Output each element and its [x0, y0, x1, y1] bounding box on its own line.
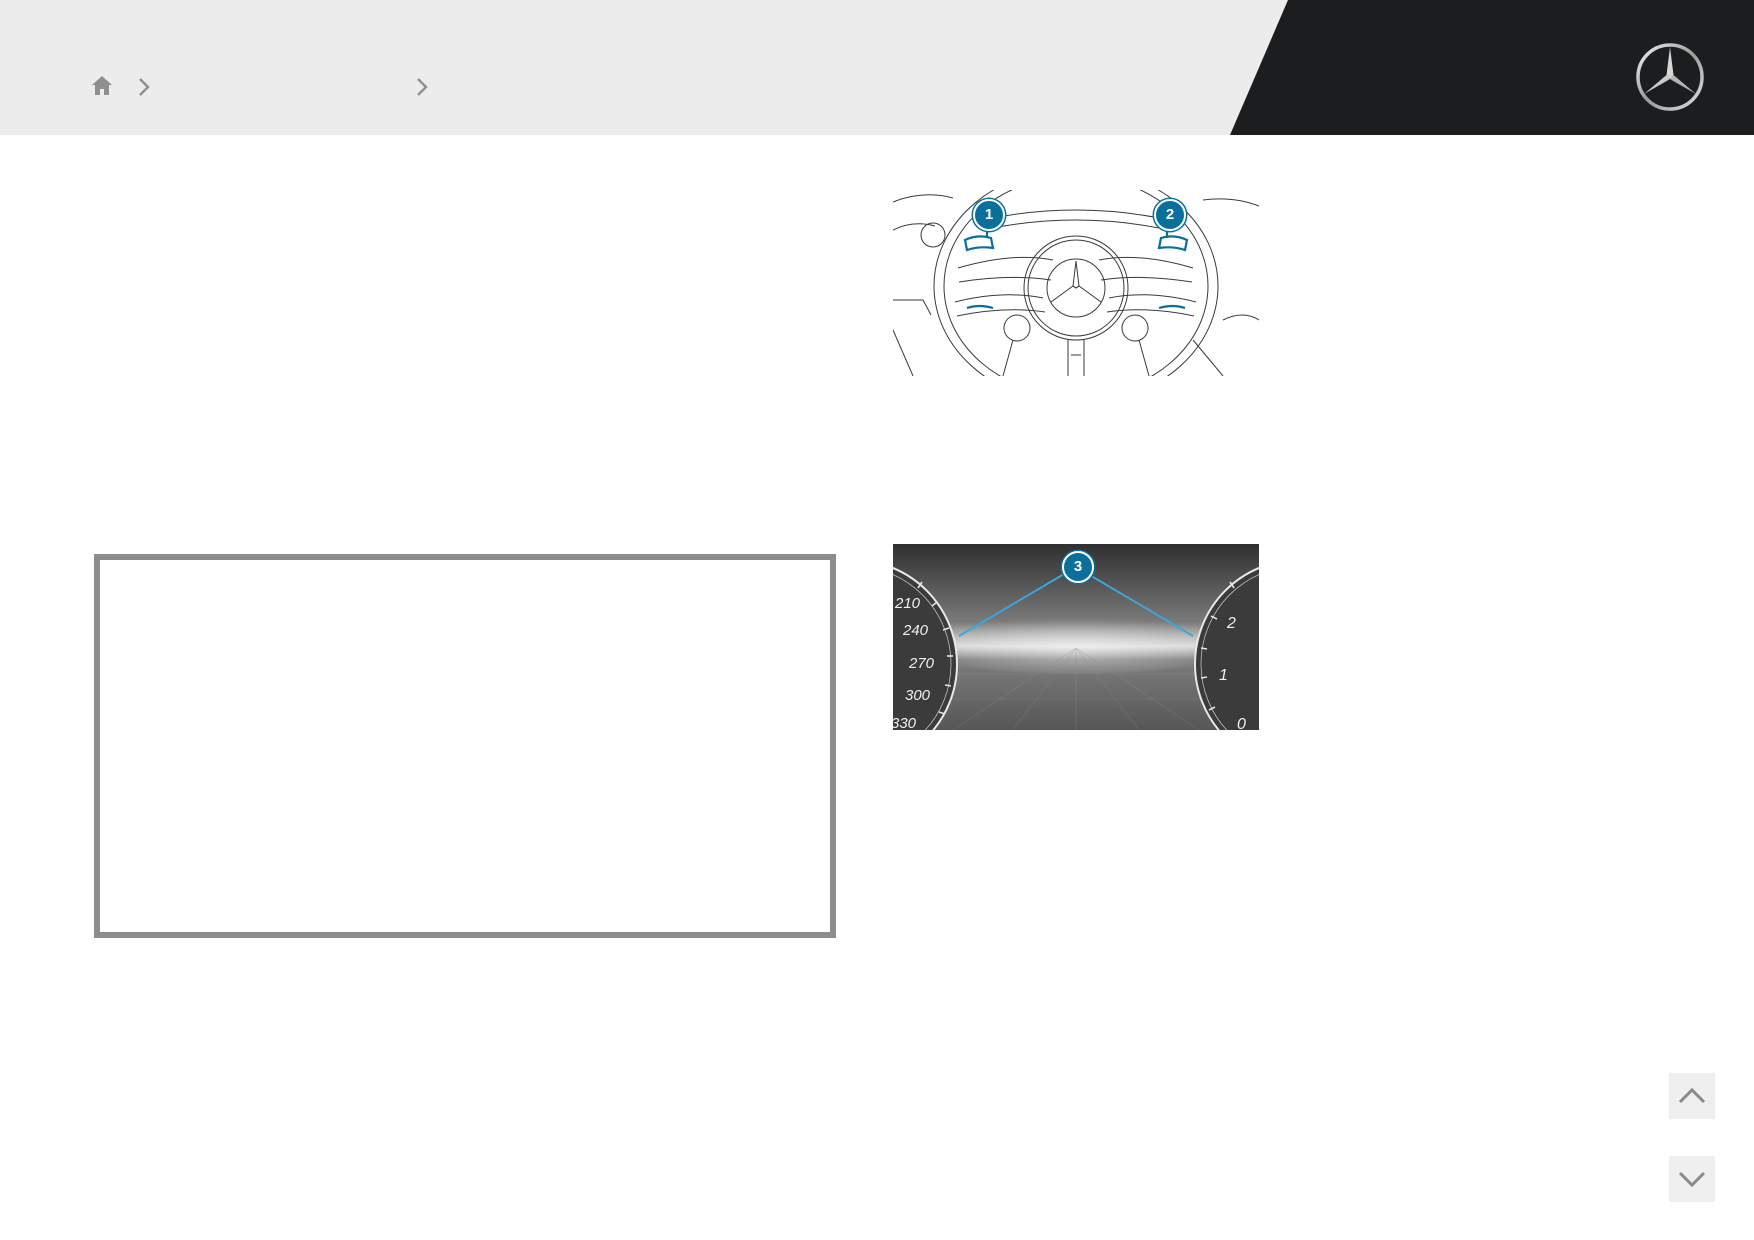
rpm-tick-2: 2 — [1226, 615, 1236, 632]
rpm-tick-0: 0 — [1237, 716, 1246, 730]
callout-3: 3 — [1062, 551, 1094, 583]
steering-wheel-paddles-illustration — [893, 190, 1259, 376]
speed-tick-270: 270 — [908, 655, 935, 672]
home-icon[interactable] — [90, 74, 114, 98]
chevron-down-icon — [1678, 1171, 1706, 1188]
page-header — [0, 0, 1754, 135]
three-pointed-star-icon[interactable] — [1635, 42, 1705, 112]
callout-2: 2 — [1154, 199, 1186, 231]
speed-tick-240: 240 — [902, 622, 929, 639]
scroll-up-button[interactable] — [1669, 1073, 1715, 1119]
rpm-tick-1: 1 — [1219, 667, 1228, 684]
chevron-up-icon — [1678, 1087, 1706, 1104]
steering-wheel-figure: 1 2 — [893, 190, 1259, 376]
chevron-right-icon — [139, 78, 150, 96]
speed-tick-330: 330 — [893, 715, 917, 730]
header-brand-panel — [1230, 0, 1754, 135]
chevron-right-icon — [417, 78, 428, 96]
instrument-cluster-figure: 210 240 270 300 330 2 1 0 3 — [893, 544, 1259, 730]
speed-tick-300: 300 — [905, 687, 931, 704]
instrument-cluster-illustration: 210 240 270 300 330 2 1 0 — [893, 544, 1259, 730]
scroll-down-button[interactable] — [1669, 1156, 1715, 1202]
warning-box — [94, 554, 836, 938]
callout-1: 1 — [973, 199, 1005, 231]
speed-tick-210: 210 — [894, 595, 921, 612]
